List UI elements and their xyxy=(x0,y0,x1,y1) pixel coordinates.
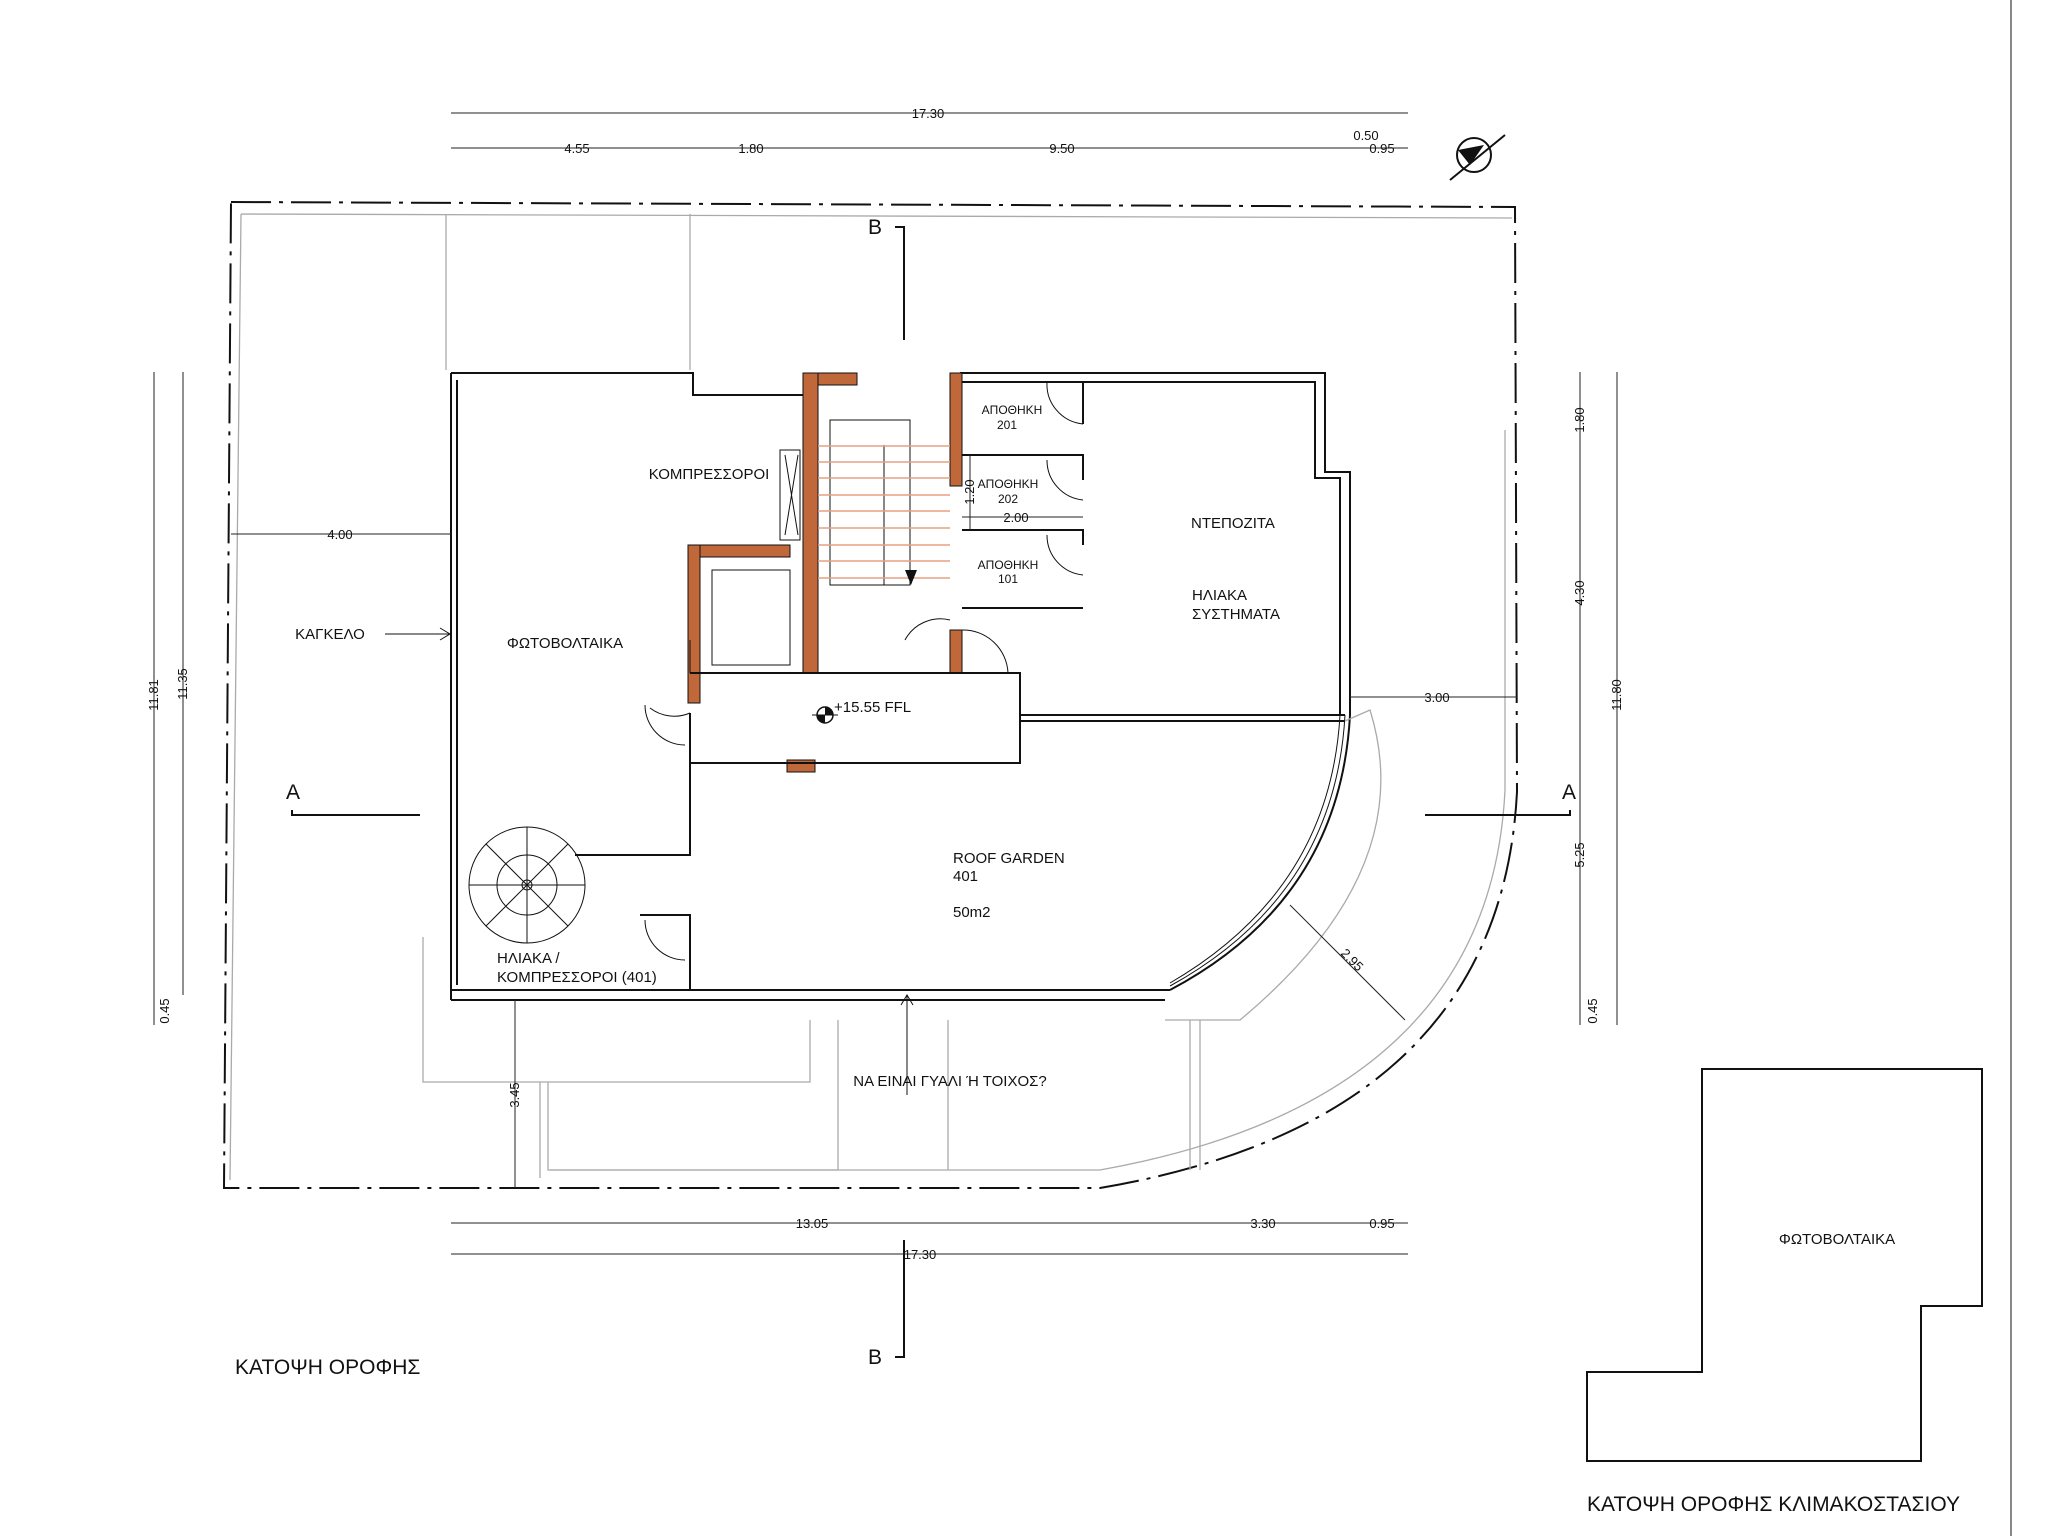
dim-300: 3.00 xyxy=(1424,690,1449,705)
dim-bottom-total: 17.30 xyxy=(904,1247,937,1262)
dimension-labels: 17.30 4.55 1.80 9.50 0.50 0.95 13.05 3.3… xyxy=(146,106,1624,1262)
dim-400: 4.00 xyxy=(327,527,352,542)
dim-bottom-1: 13.05 xyxy=(796,1216,829,1231)
storage-rooms xyxy=(904,381,1084,674)
label-storage-201: ΑΠΟΘΗΚΗ xyxy=(982,403,1043,417)
label-railing: ΚΑΓΚΕΛΟ xyxy=(295,626,365,643)
label-storage-202: ΑΠΟΘΗΚΗ xyxy=(978,477,1039,491)
dim-left-2: 11.35 xyxy=(175,668,190,700)
section-line-a xyxy=(291,810,1571,816)
dim-right-4: 0.45 xyxy=(1585,998,1600,1023)
dim-120: 1.20 xyxy=(962,479,977,504)
dim-left-1: 11.81 xyxy=(146,679,161,711)
lower-floor-outline xyxy=(422,937,1201,1178)
partition-walls xyxy=(575,763,691,990)
compressor-unit xyxy=(779,449,801,541)
section-label-b-bottom: B xyxy=(868,1346,882,1369)
label-solar-2: ΣΥΣΤΗΜΑΤΑ xyxy=(1192,606,1280,623)
dimension-lines xyxy=(153,112,1618,1255)
dim-top-3: 9.50 xyxy=(1049,141,1074,156)
dim-top-2: 1.80 xyxy=(738,141,763,156)
parapet-outline xyxy=(229,213,1513,1181)
railing-arrow xyxy=(385,627,451,641)
label-storage-202-no: 202 xyxy=(998,492,1018,506)
label-tanks: ΝΤΕΠΟΖΙΤΑ xyxy=(1191,515,1275,532)
dim-top-total: 17.30 xyxy=(912,106,945,121)
dim-200: 2.00 xyxy=(1003,510,1028,525)
dim-right-3: 5.25 xyxy=(1572,842,1587,867)
dim-bottom-3: 0.95 xyxy=(1369,1216,1394,1231)
dim-345: 3.45 xyxy=(507,1082,522,1107)
label-storage-101-no: 101 xyxy=(998,572,1018,586)
level-marker xyxy=(812,706,838,724)
label-compressors: ΚΟΜΠΡΕΣΣΟΡΟΙ xyxy=(649,466,770,483)
stair-core xyxy=(649,372,1021,773)
label-level: +15.55 FFL xyxy=(834,699,911,716)
label-solar-comp-1: ΗΛΙΑΚΑ / xyxy=(497,950,560,967)
label-solar-1: ΗΛΙΑΚΑ xyxy=(1192,587,1247,604)
dim-295: 2.95 xyxy=(1338,946,1367,975)
dim-top-4: 0.50 xyxy=(1353,128,1378,143)
label-roof-garden-area: 50m2 xyxy=(953,904,991,921)
dim-right-1: 1.80 xyxy=(1572,407,1587,432)
label-roof-garden-no: 401 xyxy=(953,868,978,885)
north-arrow-icon xyxy=(1449,134,1506,181)
label-note: ΝΑ ΕΙΝΑΙ ΓΥΑΛΙ Ή ΤΟΙΧΟΣ? xyxy=(853,1073,1047,1090)
title-stair-roof-plan: ΚΑΤΟΨΗ ΟΡΟΦΗΣ ΚΛΙΜΑΚΟΣΤΑΣΙΟΥ xyxy=(1587,1493,1960,1516)
property-boundary xyxy=(222,200,1519,1189)
label-storage-201-no: 201 xyxy=(997,418,1017,432)
room-labels: ΚΟΜΠΡΕΣΣΟΡΟΙ ΑΠΟΘΗΚΗ 201 ΑΠΟΘΗΚΗ 202 ΑΠΟ… xyxy=(295,403,1280,1090)
label-storage-101: ΑΠΟΘΗΚΗ xyxy=(978,558,1039,572)
spiral-stair xyxy=(468,826,586,944)
label-photovoltaics: ΦΩΤΟΒΟΛΤΑΙΚΑ xyxy=(507,635,623,652)
title-roof-plan: ΚΑΤΟΨΗ ΟΡΟΦΗΣ xyxy=(235,1356,420,1379)
door-swing xyxy=(644,704,686,746)
dim-right-2: 4.30 xyxy=(1572,580,1587,605)
dim-left-3: 0.45 xyxy=(157,998,172,1023)
door-swing xyxy=(644,915,691,961)
section-label-b-top: B xyxy=(868,216,882,239)
section-line-b xyxy=(895,226,905,1358)
note-arrow xyxy=(900,994,914,1095)
stair-roof-outline xyxy=(1586,1068,1983,1462)
dim-top-1: 4.55 xyxy=(564,141,589,156)
dim-right-total: 11.80 xyxy=(1609,679,1624,711)
dim-bottom-2: 3.30 xyxy=(1250,1216,1275,1231)
label-roof-garden: ROOF GARDEN xyxy=(953,850,1065,867)
building-walls xyxy=(450,372,1382,1021)
section-label-a-right: A xyxy=(1562,781,1576,804)
dim-top-5: 0.95 xyxy=(1369,141,1394,156)
section-label-a-left: A xyxy=(286,781,300,804)
label-solar-comp-2: ΚΟΜΠΡΕΣΣΟΡΟΙ (401) xyxy=(497,969,657,986)
label-stair-roof-pv: ΦΩΤΟΒΟΛΤΑΙΚΑ xyxy=(1779,1231,1895,1248)
